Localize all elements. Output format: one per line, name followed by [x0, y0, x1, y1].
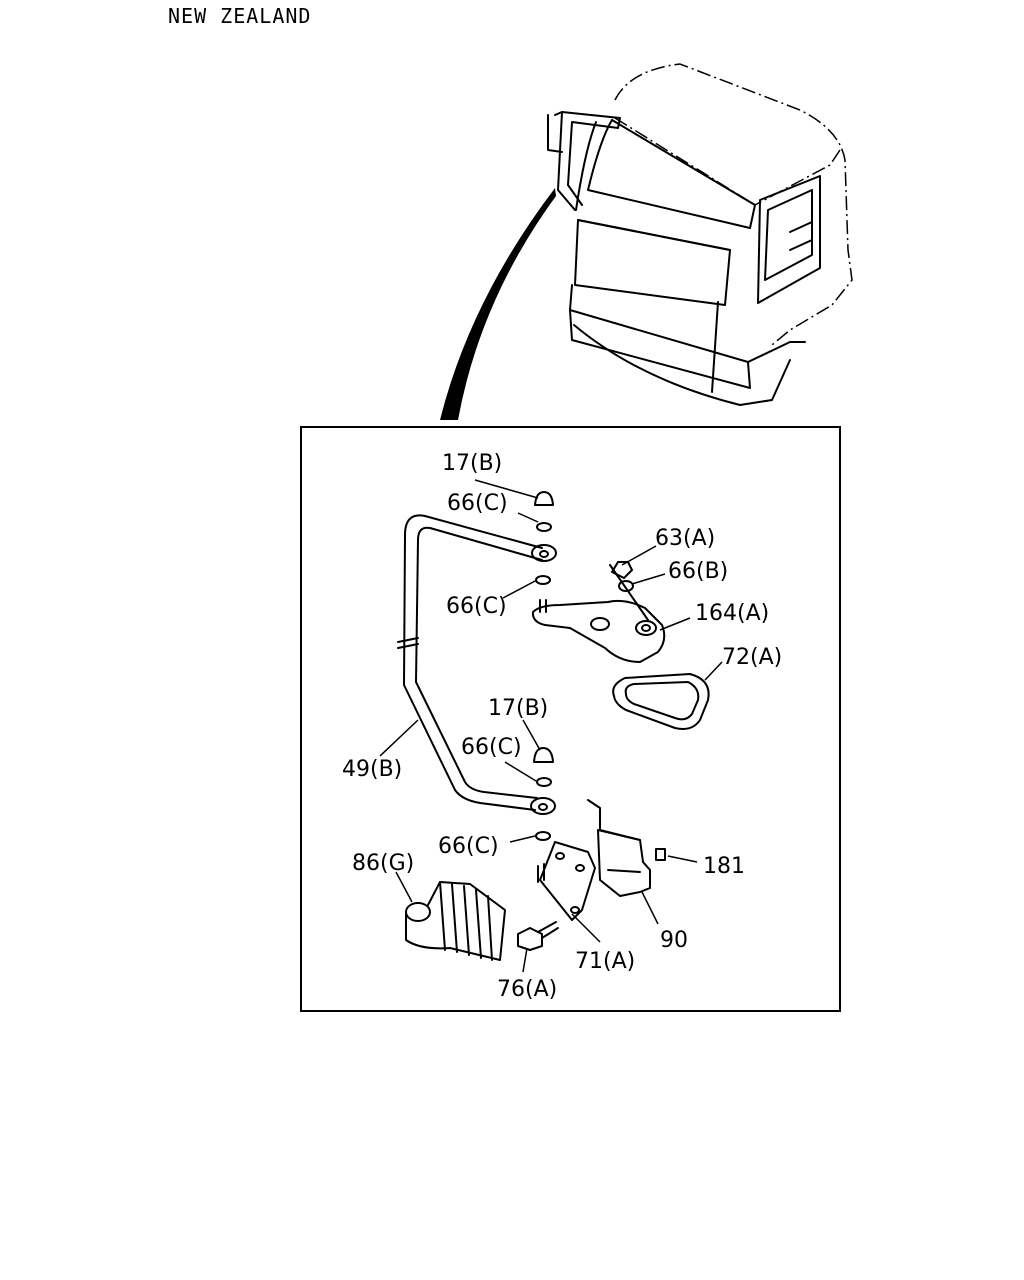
label-71a: 71(A): [575, 949, 635, 974]
region-label: NEW ZEALAND: [168, 4, 312, 28]
label-181: 181: [703, 854, 745, 879]
label-72a: 72(A): [722, 645, 782, 670]
label-86g: 86(G): [352, 851, 414, 876]
label-90: 90: [660, 928, 688, 953]
lower-fasteners: [533, 747, 554, 841]
detail-frame: [300, 426, 841, 1012]
label-63a: 63(A): [655, 526, 715, 551]
label-66c-top: 66(C): [447, 491, 508, 516]
label-17b-low: 17(B): [488, 696, 548, 721]
base-plate: [537, 841, 596, 921]
leader-lines: [379, 479, 723, 973]
label-66c-bottom: 66(C): [438, 834, 499, 859]
gasket: [612, 673, 710, 730]
label-66b: 66(B): [668, 559, 728, 584]
label-164a: 164(A): [695, 601, 769, 626]
support-bracket: [587, 799, 666, 897]
mirror-stay-rod: [397, 514, 557, 815]
label-17b-top: 17(B): [442, 451, 502, 476]
truck-cab-illustration: [440, 63, 853, 420]
label-49b: 49(B): [342, 757, 402, 782]
label-66c-low: 66(C): [461, 735, 522, 760]
rubber-boot: [405, 881, 506, 961]
bolt: [517, 921, 559, 951]
label-76a: 76(A): [497, 977, 557, 1002]
label-66c-mid: 66(C): [446, 594, 507, 619]
mirror-bracket: [531, 564, 666, 663]
